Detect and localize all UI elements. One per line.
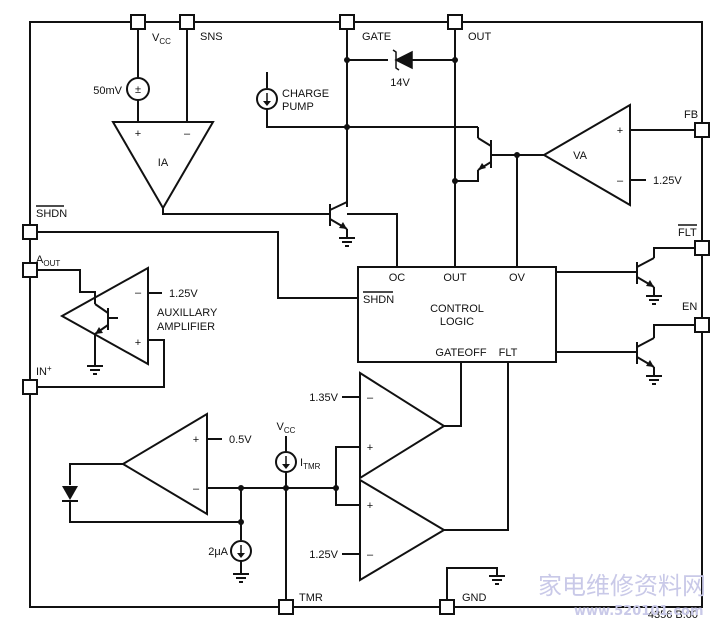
label-in-plus: IN+ <box>36 364 52 378</box>
label-pump: PUMP <box>282 101 314 113</box>
control-logic-block <box>357 266 557 363</box>
label-2ua: 2μA <box>208 546 228 558</box>
cl-ov: OV <box>509 272 526 284</box>
pin-gnd <box>439 599 455 615</box>
in-plus-wire <box>30 339 165 388</box>
label-shdn: SHDN <box>36 208 67 220</box>
cmp2-minus-sign: – <box>367 549 374 561</box>
cmp2-plus-sign: + <box>367 500 373 512</box>
label-itmr: ITMR <box>300 457 321 471</box>
label-ia: IA <box>158 157 169 169</box>
aux-plus-sign: + <box>135 337 141 349</box>
cl-out: OUT <box>443 272 467 284</box>
label-cmp2-ref: 1.25V <box>309 549 338 561</box>
amp-auxiliary <box>59 266 149 366</box>
pin-flt <box>694 240 710 256</box>
en-wire <box>653 324 702 338</box>
amp-va <box>542 103 631 207</box>
label-tmr: TMR <box>299 592 323 604</box>
label-sns: SNS <box>200 31 223 43</box>
va-minus-sign: – <box>617 175 624 187</box>
pin-gate <box>339 14 355 30</box>
ia-plus-sign: + <box>135 128 141 140</box>
label-amplifier: AMPLIFIER <box>157 321 215 333</box>
shdn-wire <box>30 231 358 299</box>
label-out: OUT <box>468 31 492 43</box>
ia-output-wire <box>162 208 330 215</box>
label-charge: CHARGE <box>282 88 329 100</box>
gateoff-wire <box>444 362 462 427</box>
label-aout: AOUT <box>36 254 60 268</box>
va-plus-sign: + <box>617 125 623 137</box>
pin-sns <box>179 14 195 30</box>
pin-aout <box>22 262 38 278</box>
transistor-pass <box>477 137 492 147</box>
label-aux-ref: 1.25V <box>169 288 198 300</box>
label-fb: FB <box>684 109 698 121</box>
label-va: VA <box>573 150 588 162</box>
pin-shdn <box>22 224 38 240</box>
pin-vcc <box>130 14 146 30</box>
package-outline <box>29 21 703 608</box>
comparator-1 <box>359 371 446 480</box>
amp-timer <box>121 412 208 516</box>
amp-ia <box>111 121 215 210</box>
watermark-chinese: 家电维修资料网 <box>538 572 706 600</box>
label-flt: FLT <box>678 227 697 239</box>
label-cmp1-ref: 1.35V <box>309 392 338 404</box>
label-gate: GATE <box>362 31 391 43</box>
pin-fb <box>694 122 710 138</box>
watermark-url: www.520101.com <box>574 604 704 619</box>
label-auxillary: AUXILLARY <box>157 307 218 319</box>
cmp1-minus-sign: – <box>367 392 374 404</box>
figure-id: 4356 B.00 <box>648 609 698 621</box>
flt-wire <box>653 247 702 258</box>
voltage-source-pm-sign: ± <box>135 84 141 96</box>
aux-minus-sign: – <box>135 287 142 299</box>
cl-gateoff: GATEOFF <box>435 347 486 359</box>
diode-feedback <box>62 486 78 500</box>
label-gnd: GND <box>462 592 487 604</box>
timer-amp-minus-sign: – <box>193 483 200 495</box>
ia-minus-sign: – <box>184 128 191 140</box>
label-en: EN <box>682 301 697 313</box>
label-vcc: VCC <box>152 32 171 46</box>
flt-logic-wire <box>444 362 509 531</box>
cl-shdn: SHDN <box>363 294 394 306</box>
comparator-2 <box>359 478 446 582</box>
label-50mv: 50mV <box>93 85 122 97</box>
cl-oc: OC <box>389 272 406 284</box>
pin-in-plus <box>22 379 38 395</box>
zener-diode-14v <box>394 50 413 70</box>
label-va-ref: 1.25V <box>653 175 682 187</box>
aout-wire <box>30 269 96 304</box>
label-amp-ref: 0.5V <box>229 434 252 446</box>
cl-flt: FLT <box>499 347 518 359</box>
label-vcc-source: VCC <box>277 421 296 435</box>
cmp1-plus-sign: + <box>367 442 373 454</box>
label-14v: 14V <box>390 77 410 89</box>
gnd-wire <box>446 567 498 607</box>
cl-line2: LOGIC <box>440 316 474 328</box>
pin-en <box>694 317 710 333</box>
pin-out <box>447 14 463 30</box>
charge-pump-wire <box>266 109 478 128</box>
oc-wire <box>347 213 398 267</box>
pin-tmr <box>278 599 294 615</box>
cl-line1: CONTROL <box>430 303 484 315</box>
timer-amp-plus-sign: + <box>193 434 199 446</box>
